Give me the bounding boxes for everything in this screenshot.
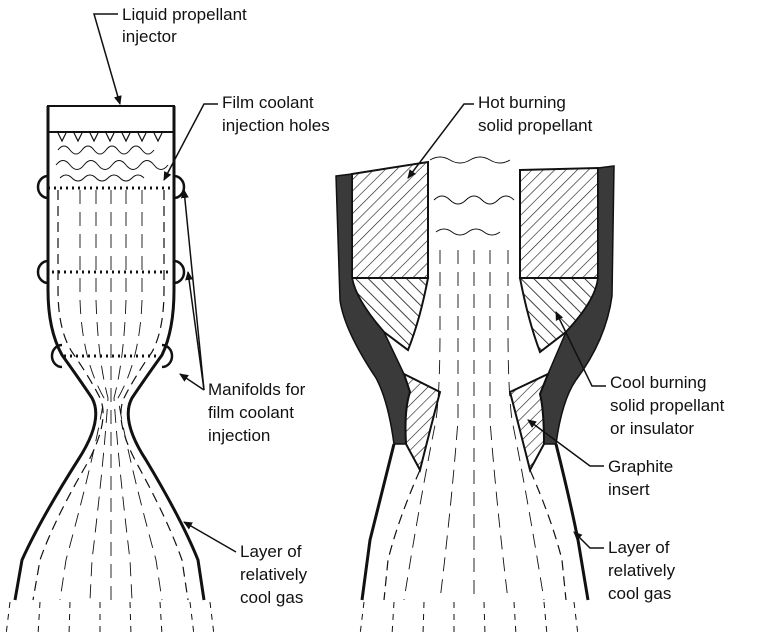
hot-gas-blobs (430, 157, 514, 235)
label-liquid-propellant-injector: Liquid propellant injector (122, 5, 247, 46)
combustion-zone (56, 146, 168, 181)
svg-text:or insulator: or insulator (610, 419, 694, 438)
chamber-wall-right (128, 106, 204, 600)
svg-text:Layer of: Layer of (608, 538, 670, 557)
chamber-wall-left (15, 106, 96, 600)
svg-text:film coolant: film coolant (208, 403, 294, 422)
label-hot-burning-solid: Hot burning solid propellant (478, 93, 593, 135)
label-cool-burning-solid: Cool burning solid propellant or insulat… (610, 373, 725, 438)
svg-text:injection: injection (208, 426, 270, 445)
label-graphite-insert: Graphite insert (608, 457, 673, 499)
exhaust-lines-right (360, 602, 578, 635)
nozzle-wall-right (556, 444, 588, 600)
svg-text:Graphite: Graphite (608, 457, 673, 476)
liquid-rocket-chamber (6, 106, 214, 635)
label-manifolds: Manifolds for film coolant injection (208, 380, 306, 445)
coolant-layer-left (33, 190, 103, 600)
label-cool-gas-right: Layer of relatively cool gas (608, 538, 676, 603)
graphite-insert-left (404, 374, 440, 470)
coolant-layer-right-motor-r (530, 470, 566, 600)
nozzle-wall-left (362, 444, 394, 600)
svg-text:injector: injector (122, 27, 177, 46)
svg-text:Cool burning: Cool burning (610, 373, 706, 392)
svg-text:Hot burning: Hot burning (478, 93, 566, 112)
svg-text:Liquid propellant: Liquid propellant (122, 5, 247, 24)
svg-text:relatively: relatively (608, 561, 676, 580)
svg-text:solid propellant: solid propellant (610, 396, 725, 415)
svg-text:Film coolant: Film coolant (222, 93, 314, 112)
hot-propellant-left (352, 162, 428, 278)
svg-text:relatively: relatively (240, 565, 308, 584)
svg-text:solid propellant: solid propellant (478, 116, 593, 135)
svg-text:cool gas: cool gas (608, 584, 671, 603)
graphite-insert-right (510, 374, 548, 470)
label-film-coolant-holes: Film coolant injection holes (222, 93, 330, 135)
hot-propellant-right (520, 168, 598, 278)
label-cool-gas-left: Layer of relatively cool gas (240, 542, 308, 607)
coolant-layer-right (121, 190, 188, 600)
svg-text:cool gas: cool gas (240, 588, 303, 607)
injector-plate (48, 106, 174, 132)
exhaust-lines-left (6, 602, 214, 635)
solid-rocket-motor (336, 157, 614, 635)
svg-text:Layer of: Layer of (240, 542, 302, 561)
injector-spray-arrows (58, 133, 162, 141)
svg-text:injection holes: injection holes (222, 116, 330, 135)
svg-text:insert: insert (608, 480, 650, 499)
flow-lines-left (60, 190, 162, 600)
svg-text:Manifolds for: Manifolds for (208, 380, 306, 399)
